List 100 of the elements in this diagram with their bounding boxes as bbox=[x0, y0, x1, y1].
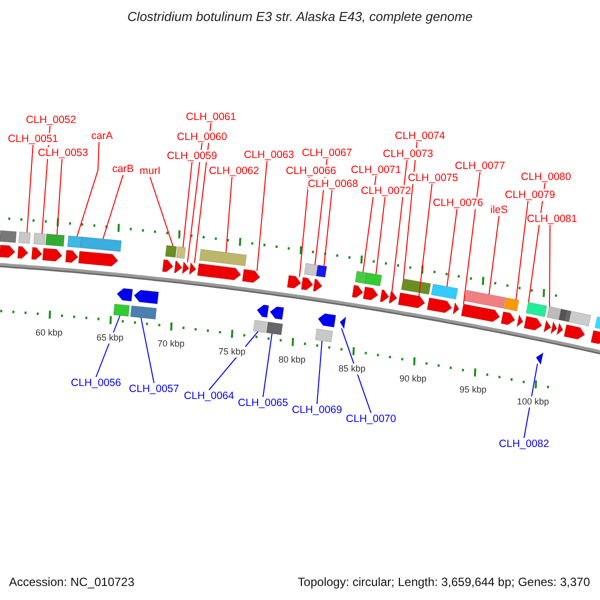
reverse-gene bbox=[134, 290, 159, 304]
forward-gene bbox=[42, 248, 62, 262]
leader-line bbox=[392, 160, 408, 292]
gene-box bbox=[33, 232, 46, 246]
scale-label: 100 kbp bbox=[516, 396, 550, 408]
gene-box bbox=[316, 264, 328, 278]
footer-text: Accession: NC_010723 bbox=[9, 575, 134, 589]
gene-label: CLH_0073 bbox=[382, 148, 434, 160]
gene-label: CLH_0056 bbox=[70, 377, 122, 389]
gene-label: CLH_0071 bbox=[350, 164, 402, 176]
gene-box bbox=[45, 234, 65, 247]
gene-label: CLH_0053 bbox=[38, 147, 88, 159]
leader-line bbox=[341, 328, 372, 414]
forward-gene bbox=[286, 275, 302, 289]
scale-label: 65 kbp bbox=[96, 332, 124, 344]
gene-box bbox=[165, 245, 177, 258]
reverse-gene bbox=[318, 313, 336, 328]
gene-label: ileS bbox=[490, 204, 508, 216]
gene-label: CLH_0061 bbox=[186, 111, 236, 123]
reverse-gene bbox=[116, 288, 133, 302]
leader-line bbox=[262, 333, 272, 398]
forward-gene bbox=[31, 246, 42, 260]
gene-box bbox=[304, 262, 318, 276]
forward-gene bbox=[300, 277, 314, 290]
leader-line bbox=[549, 224, 550, 308]
leader-line bbox=[182, 162, 192, 248]
forward-gene bbox=[380, 289, 390, 302]
gene-label: carB bbox=[112, 163, 134, 175]
leader-line bbox=[56, 158, 62, 236]
forward-gene bbox=[362, 286, 378, 300]
gene-label: CLH_0070 bbox=[346, 413, 396, 425]
forward-gene bbox=[17, 246, 28, 259]
gene-label: CLH_0077 bbox=[454, 160, 506, 172]
gene-box bbox=[67, 235, 82, 248]
leader-line bbox=[376, 196, 386, 275]
gene-box bbox=[504, 297, 520, 312]
leader-line bbox=[324, 190, 332, 267]
scale-label: 75 kbp bbox=[218, 346, 246, 358]
gene-label: CLH_0075 bbox=[408, 172, 458, 184]
scale-label: 95 kbp bbox=[459, 384, 487, 396]
gene-label: CLH_0064 bbox=[184, 390, 234, 402]
gene-label: CLH_0060 bbox=[176, 131, 228, 143]
leader-line bbox=[26, 144, 34, 233]
gene-box bbox=[364, 272, 382, 286]
gene-label: CLH_0052 bbox=[26, 114, 76, 126]
reverse-gene bbox=[536, 352, 544, 365]
gene-label: CLH_0063 bbox=[244, 149, 294, 161]
gene-label: CLH_0081 bbox=[526, 213, 578, 225]
leader-line bbox=[226, 176, 232, 253]
leader-line bbox=[76, 142, 100, 237]
leader-line bbox=[102, 174, 124, 240]
gene-label: CLH_0080 bbox=[520, 171, 572, 183]
gene-label: CLH_0065 bbox=[238, 397, 288, 409]
gene-box bbox=[176, 246, 186, 259]
footer-text: Topology: circular; Length: 3,659,644 bp; Genes: 3,370 bbox=[298, 575, 590, 589]
leader-line bbox=[256, 160, 268, 272]
gene-box bbox=[400, 278, 432, 295]
gene-label: murI bbox=[140, 165, 160, 177]
forward-gene bbox=[0, 244, 16, 258]
forward-gene bbox=[162, 259, 174, 272]
gene-box bbox=[266, 322, 284, 336]
gene-box bbox=[0, 230, 17, 243]
gene-label: CLH_0072 bbox=[360, 185, 412, 197]
forward-gene bbox=[590, 330, 600, 344]
gene-box bbox=[564, 310, 572, 322]
leader-line bbox=[140, 317, 154, 384]
gene-box bbox=[594, 316, 600, 330]
gene-box bbox=[130, 305, 157, 320]
leader-line bbox=[299, 176, 310, 278]
scale-label: 90 kbp bbox=[399, 374, 427, 385]
gene-box bbox=[464, 290, 506, 309]
leader-line bbox=[150, 176, 174, 247]
gene-box bbox=[80, 236, 122, 252]
scale-label: 60 kbp bbox=[35, 327, 63, 338]
forward-gene bbox=[312, 278, 322, 292]
gene-label: CLH_0068 bbox=[308, 178, 358, 190]
gene-box bbox=[252, 320, 268, 334]
forward-gene bbox=[65, 250, 78, 263]
gene-box bbox=[314, 328, 334, 343]
leader-line bbox=[418, 184, 432, 297]
scale-label: 70 kbp bbox=[157, 338, 185, 350]
scale-label: 85 kbp bbox=[338, 363, 366, 374]
gene-label: CLH_0074 bbox=[394, 130, 446, 142]
gene-label: carA bbox=[91, 130, 113, 142]
leader-line bbox=[362, 176, 376, 273]
gene-box bbox=[199, 248, 247, 266]
scale-label: 80 kbp bbox=[278, 354, 306, 366]
gene-label: CLH_0069 bbox=[292, 404, 342, 416]
reverse-gene bbox=[340, 316, 346, 329]
forward-gene bbox=[352, 284, 364, 298]
gene-box bbox=[568, 310, 592, 327]
leader-line bbox=[446, 208, 458, 288]
forward-gene bbox=[242, 268, 260, 283]
gene-label: CLH_0057 bbox=[128, 383, 180, 395]
leader-line bbox=[187, 142, 202, 263]
forward-gene bbox=[182, 262, 190, 274]
gene-label: CLH_0082 bbox=[498, 438, 550, 450]
gene-box bbox=[113, 304, 130, 317]
gene-label: CLH_0067 bbox=[302, 147, 352, 159]
forward-gene bbox=[174, 260, 182, 274]
